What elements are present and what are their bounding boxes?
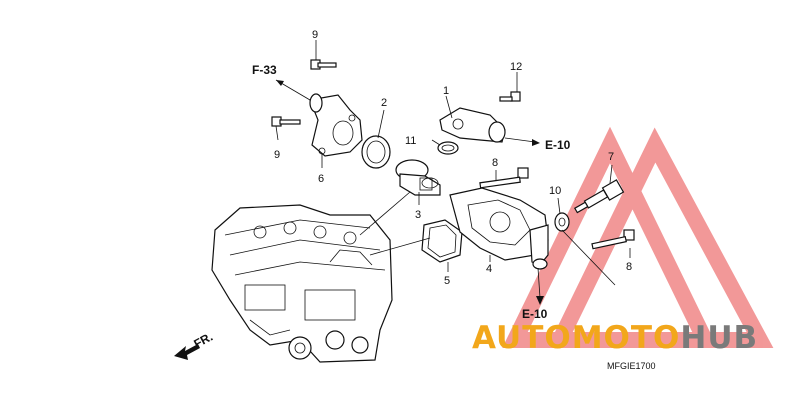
leader-lines bbox=[275, 40, 631, 286]
callout-2: 2 bbox=[381, 97, 387, 109]
arrow-left-down-icon bbox=[174, 344, 200, 360]
callout-8-lower: 8 bbox=[626, 261, 632, 273]
diagram-code: MFGIE1700 bbox=[607, 361, 656, 371]
watermark-part2: HUB bbox=[680, 320, 758, 356]
callout-6: 6 bbox=[318, 173, 324, 185]
ref-label-e10-right: E-10 bbox=[545, 138, 571, 152]
callout-8-upper: 8 bbox=[492, 157, 498, 169]
callout-3: 3 bbox=[415, 209, 421, 221]
washer-10 bbox=[554, 212, 570, 232]
callout-1: 1 bbox=[443, 85, 449, 97]
callout-9-left: 9 bbox=[274, 149, 280, 161]
gasket-5 bbox=[421, 219, 463, 263]
ref-label-e10-bottom: E-10 bbox=[522, 307, 548, 321]
ref-arrows bbox=[275, 79, 544, 305]
watermark-part1: AUTOMOTO bbox=[472, 320, 680, 356]
callout-7: 7 bbox=[608, 151, 614, 163]
bolt-8-lower bbox=[591, 229, 635, 250]
callout-12: 12 bbox=[510, 61, 522, 73]
watermark-text: AUTOMOTOHUB bbox=[472, 320, 758, 356]
thermostat-3 bbox=[395, 159, 441, 196]
water-outlet-6 bbox=[309, 93, 363, 157]
callout-11: 11 bbox=[405, 135, 416, 147]
triangle-logo-icon bbox=[502, 126, 774, 348]
callout-4: 4 bbox=[486, 263, 492, 275]
water-housing-4 bbox=[449, 187, 549, 270]
bolt-9-top bbox=[310, 59, 337, 70]
o-ring-11 bbox=[437, 141, 459, 155]
temperature-sensor-7 bbox=[573, 179, 625, 214]
o-ring-2 bbox=[361, 135, 391, 169]
thermostat-cover-1 bbox=[439, 107, 506, 143]
callout-10: 10 bbox=[549, 185, 561, 197]
ref-label-f33: F-33 bbox=[252, 63, 277, 77]
callout-5: 5 bbox=[444, 275, 450, 287]
bolt-8-upper bbox=[479, 167, 529, 189]
callout-9-top: 9 bbox=[312, 29, 318, 41]
bolt-12 bbox=[499, 91, 521, 102]
bolt-9-left bbox=[271, 116, 301, 127]
engine-block bbox=[211, 204, 393, 363]
